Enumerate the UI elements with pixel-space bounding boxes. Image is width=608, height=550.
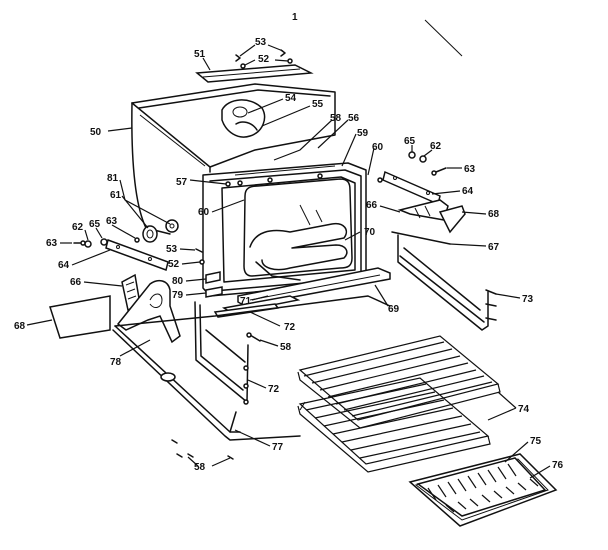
callout-68-right: 68 [488,209,500,220]
part-52-screw-left [199,259,205,265]
callout-53-mid: 53 [166,244,178,255]
callout-65-right: 65 [404,136,416,147]
callout-64-right: 64 [462,186,474,197]
callout-81: 81 [107,173,119,184]
callout-79: 79 [172,290,184,301]
leader-lines [26,44,551,479]
callout-71: 71 [240,296,252,307]
callout-63-left: 63 [106,216,118,227]
part-66-hinge-arm-right [397,199,449,221]
callout-61: 61 [110,190,122,201]
callout-75: 75 [530,436,542,447]
corner-mark [424,19,463,57]
top-mark: 1 [292,12,298,23]
callout-68-left: 68 [14,321,26,332]
callout-80: 80 [172,276,184,287]
callout-72-mid: 72 [284,322,296,333]
callout-60-right: 60 [372,142,384,153]
part-59-gasket [243,178,353,277]
callout-52-top: 52 [258,54,270,65]
callout-62-left: 62 [72,222,84,233]
part-73-upper-rack-support [397,234,497,331]
callout-76: 76 [552,460,564,471]
callout-66-right: 66 [366,200,378,211]
callout-64-left: 64 [58,260,70,271]
part-77-bottom-panel [112,295,391,441]
part-81-washer [165,219,179,233]
part-78-side-bracket [116,279,181,344]
part-64-hinge-left [105,239,169,271]
callout-57: 57 [176,177,188,188]
callout-56: 56 [348,113,360,124]
part-72-lower-rack-support [194,301,249,405]
callout-54: 54 [285,93,297,104]
part-80-bracket [205,271,221,284]
part-65-fastener-right [408,151,416,159]
part-74-oven-rack-lower [297,377,491,473]
callout-77: 77 [272,442,284,453]
part-79-bracket [205,286,223,298]
part-62-nut-left [84,240,92,248]
part-52-screws [240,58,293,69]
part-58-screws-bottom [171,439,234,460]
part-57-screw [225,181,231,187]
callout-51: 51 [194,49,206,60]
callout-53-top: 53 [255,37,267,48]
part-54-vent [221,99,266,138]
part-63-screw-left [73,237,140,246]
part-68-panel-left [49,295,111,339]
part-51-top-trim [195,64,314,83]
callout-58-upper: 58 [330,113,342,124]
callout-58-bottom: 58 [194,462,206,473]
callout-66-left: 66 [70,277,82,288]
part-64-hinge-right [382,170,441,206]
callout-65-left: 65 [89,219,101,230]
part-63-screw-right [377,167,447,183]
part-65-fastener-left [100,238,108,246]
part-62-nut-right [419,155,427,163]
part-58-screw-center [246,332,261,342]
callout-63-right: 63 [464,164,476,175]
part-75-broiler-insert [416,457,547,517]
part-50-cabinet-wrapper [131,83,336,235]
callout-50: 50 [90,127,102,138]
callout-69: 69 [388,304,400,315]
callout-72-lower: 72 [268,384,280,395]
callout-60-left: 60 [198,207,210,218]
callout-74: 74 [518,404,530,415]
callout-59: 59 [357,128,369,139]
part-68-panel-right [438,205,466,234]
callout-62-right: 62 [430,141,442,152]
part-70-broil-element [249,204,348,281]
callout-55: 55 [312,99,324,110]
part-53-screw-left [195,248,203,253]
callout-73: 73 [522,294,534,305]
callout-52-mid: 52 [168,259,180,270]
part-74-oven-rack-upper [297,335,501,429]
callout-58-mid: 58 [280,342,292,353]
part-67-bracket [391,231,451,245]
callout-78: 78 [110,357,122,368]
callout-63-far-left: 63 [46,238,58,249]
part-69-bottom-bracket [237,267,391,307]
callout-67: 67 [488,242,500,253]
part-61-spacer [142,225,158,243]
callout-70: 70 [364,227,376,238]
callout-labels: 53 52 51 50 54 55 58 56 59 60 57 60 81 6… [14,37,564,473]
